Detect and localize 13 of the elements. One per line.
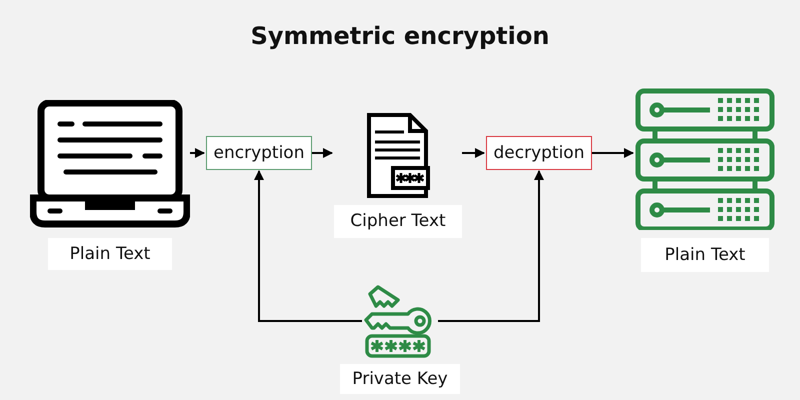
- process-box: encryption: [206, 136, 312, 170]
- node-label: Cipher Text: [334, 205, 462, 238]
- node-label: Plain Text: [48, 238, 172, 270]
- arrow: [462, 148, 485, 158]
- arrow: [254, 170, 362, 322]
- arrow: [592, 148, 634, 158]
- arrow: [190, 148, 205, 158]
- node-label: Private Key: [340, 364, 460, 394]
- process-box: decryption: [486, 136, 592, 170]
- diagram-title: Symmetric encryption: [250, 22, 550, 50]
- arrow: [312, 148, 333, 158]
- arrow: [438, 170, 544, 322]
- node-label: Plain Text: [641, 238, 769, 272]
